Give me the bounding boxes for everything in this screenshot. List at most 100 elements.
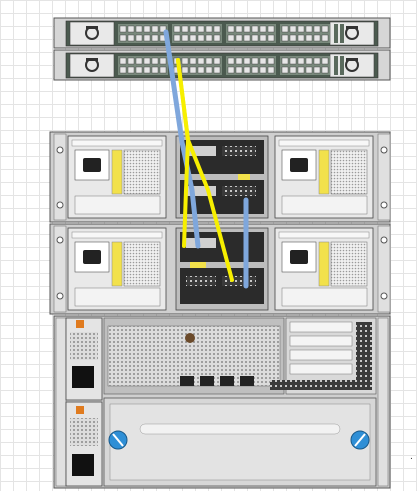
switch-bottom-psu-left <box>69 53 115 78</box>
switch-port <box>227 34 235 42</box>
switch-port <box>151 34 159 42</box>
switch-port <box>267 34 275 42</box>
switch-port <box>119 25 127 33</box>
switch-port <box>197 25 205 33</box>
switch-port <box>243 34 251 42</box>
shelf-top-psu-left <box>67 135 167 219</box>
switch-port <box>227 25 235 33</box>
switch-top-psu-left <box>69 21 115 46</box>
switch-port <box>305 25 313 33</box>
switch-port <box>189 66 197 74</box>
switch-port <box>181 34 189 42</box>
controller-psu-1 <box>65 317 103 401</box>
switch-port <box>159 25 167 33</box>
port-divider <box>334 24 338 43</box>
switch-port <box>259 57 267 65</box>
controller-chassis <box>53 315 391 489</box>
switch-port <box>321 25 329 33</box>
switch-port <box>213 34 221 42</box>
switch-port <box>259 34 267 42</box>
switch-port <box>135 34 143 42</box>
switch-port <box>143 25 151 33</box>
switch-port <box>243 66 251 74</box>
switch-port <box>235 25 243 33</box>
switch-port <box>305 57 313 65</box>
switch-port <box>243 57 251 65</box>
switch-port <box>227 57 235 65</box>
switch-port <box>321 57 329 65</box>
switch-port <box>313 66 321 74</box>
knob-left-icon <box>108 430 128 450</box>
switch-port <box>297 34 305 42</box>
switch-port <box>143 66 151 74</box>
switch-port <box>289 57 297 65</box>
switch-port <box>313 25 321 33</box>
switch-port <box>313 34 321 42</box>
switch-port <box>143 34 151 42</box>
switch-port <box>205 25 213 33</box>
switch-port <box>289 66 297 74</box>
port-divider <box>340 24 344 43</box>
switch-top <box>53 17 391 49</box>
controller-psu-2 <box>65 401 103 487</box>
switch-port <box>119 57 127 65</box>
switch-port <box>235 66 243 74</box>
switch-port <box>313 57 321 65</box>
switch-port <box>321 34 329 42</box>
switch-bottom <box>53 49 391 81</box>
switch-port <box>127 66 135 74</box>
switch-top-ports <box>118 24 344 43</box>
switch-port <box>197 57 205 65</box>
switch-port <box>159 66 167 74</box>
switch-port <box>135 66 143 74</box>
shelf-top-psu-right <box>274 135 374 219</box>
port-divider <box>340 56 344 75</box>
switch-port <box>297 25 305 33</box>
shelf-bottom-psu-left <box>67 227 167 311</box>
switch-port <box>127 34 135 42</box>
switch-port <box>143 57 151 65</box>
switch-port <box>151 66 159 74</box>
switch-port <box>135 25 143 33</box>
cable-yellow-2 <box>176 58 190 248</box>
edge-mark: . <box>410 452 413 462</box>
switch-port <box>251 57 259 65</box>
switch-port <box>281 34 289 42</box>
controller-motherboard <box>103 317 285 395</box>
switch-port <box>267 25 275 33</box>
switch-port <box>321 66 329 74</box>
switch-port <box>227 66 235 74</box>
shelf-bottom <box>49 223 391 315</box>
switch-port <box>189 34 197 42</box>
switch-port <box>281 25 289 33</box>
cables <box>163 29 249 289</box>
switch-port <box>297 57 305 65</box>
switch-port <box>289 25 297 33</box>
knob-right-icon <box>350 430 370 450</box>
switch-port <box>259 66 267 74</box>
switch-port <box>251 25 259 33</box>
switch-port <box>205 66 213 74</box>
controller-drive-bay <box>103 397 377 487</box>
switch-port <box>267 57 275 65</box>
switch-port <box>197 66 205 74</box>
switch-port <box>243 25 251 33</box>
switch-port <box>213 25 221 33</box>
switch-port <box>305 66 313 74</box>
switch-port <box>181 66 189 74</box>
switch-port <box>197 34 205 42</box>
switch-port <box>189 25 197 33</box>
switch-port <box>259 25 267 33</box>
switch-port <box>251 34 259 42</box>
switch-port <box>173 25 181 33</box>
switch-port <box>181 25 189 33</box>
shelf-bottom-psu-right <box>274 227 374 311</box>
switch-port <box>305 34 313 42</box>
switch-bottom-ports <box>118 56 344 75</box>
switch-port <box>205 57 213 65</box>
switch-port <box>127 57 135 65</box>
switch-port <box>189 57 197 65</box>
switch-port <box>289 34 297 42</box>
switch-port <box>213 57 221 65</box>
